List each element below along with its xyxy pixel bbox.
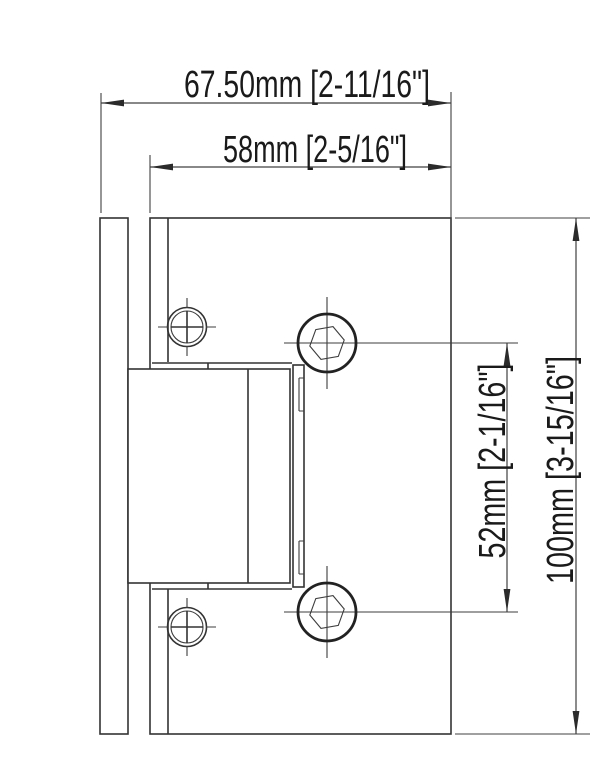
dim-plate-width-label: 58mm [2-5/16"] bbox=[223, 129, 407, 171]
hex-socket-screw-top-icon bbox=[284, 297, 518, 389]
wall-panel-edge bbox=[99, 217, 129, 735]
phillips-cross bbox=[171, 611, 203, 643]
dim-plate-width: 58mm [2-5/16"] bbox=[149, 129, 451, 213]
center-lines bbox=[284, 566, 518, 658]
dim-overall-width-label: 67.50mm [2-11/16"] bbox=[184, 64, 430, 106]
clamp-body-step-edges bbox=[152, 362, 292, 590]
extension-lines bbox=[100, 92, 452, 220]
hex-socket-screw-bottom-icon bbox=[284, 566, 518, 658]
gasket-strip bbox=[292, 364, 305, 588]
dim-overall-height-label: 100mm [3-15/16"] bbox=[540, 356, 582, 584]
arrowhead-right bbox=[428, 163, 451, 171]
screw-head-outer bbox=[296, 312, 358, 374]
arrowhead-top bbox=[503, 343, 511, 366]
phillips-cross bbox=[171, 311, 203, 343]
arrowhead-left bbox=[101, 99, 124, 107]
dim-overall-width: 67.50mm [2-11/16"] bbox=[100, 64, 452, 220]
dim-screw-spacing: 52mm [2-1/16"] bbox=[472, 343, 514, 612]
clamp-body-outline bbox=[127, 368, 291, 584]
center-line-dashes bbox=[158, 598, 216, 656]
dim-screw-spacing-label: 52mm [2-1/16"] bbox=[472, 364, 514, 559]
gasket-strip-notches bbox=[298, 377, 304, 575]
arrowhead-left bbox=[150, 163, 173, 171]
arrowhead-top bbox=[572, 218, 580, 241]
phillips-screw-bottom-icon bbox=[158, 598, 216, 656]
dim-overall-height: 100mm [3-15/16"] bbox=[455, 217, 590, 735]
arrowhead-bottom bbox=[503, 589, 511, 612]
hex-socket bbox=[309, 326, 345, 360]
arrowhead-right bbox=[428, 99, 451, 107]
center-lines bbox=[284, 297, 518, 389]
arrowhead-bottom bbox=[572, 711, 580, 734]
extension-lines bbox=[455, 217, 590, 735]
phillips-screw-top-icon bbox=[158, 298, 216, 356]
panel-edge-strip bbox=[99, 217, 129, 735]
hinge-clamp-body bbox=[127, 362, 305, 590]
hex-socket bbox=[309, 595, 345, 629]
center-line-dashes bbox=[158, 298, 216, 356]
screw-head-outer bbox=[296, 581, 358, 643]
